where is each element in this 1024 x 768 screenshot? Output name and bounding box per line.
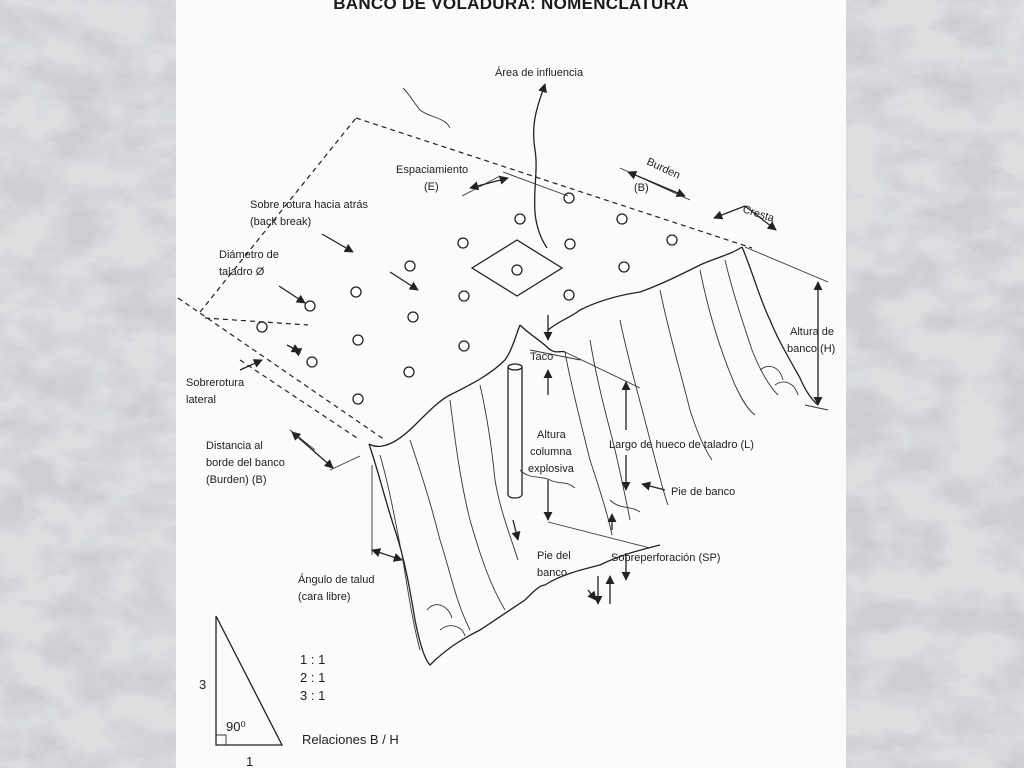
ratio-3: 3 : 1 bbox=[300, 688, 325, 703]
bench-top-outline bbox=[177, 87, 753, 441]
labels: Área de influencia Espaciamiento (E) Bur… bbox=[186, 66, 835, 603]
label-sobrerotura-lateral-2: lateral bbox=[186, 394, 216, 406]
label-diametro-2: taladro Ø bbox=[219, 266, 265, 278]
label-espaciamiento-2: (E) bbox=[424, 181, 439, 193]
blast-hole bbox=[403, 366, 415, 378]
blast-hole bbox=[457, 237, 469, 249]
triangle-base-label: 1 bbox=[246, 754, 253, 768]
blast-hole bbox=[306, 356, 318, 368]
triangle-angle-label: 90⁰ bbox=[226, 719, 246, 734]
blast-hole bbox=[563, 192, 575, 204]
blast-hole bbox=[256, 321, 268, 333]
label-distancia-borde-2: borde del banco bbox=[206, 457, 285, 469]
diagram-title: BANCO DE VOLADURA: NOMENCLATURA bbox=[333, 0, 689, 13]
blast-hole bbox=[407, 311, 419, 323]
label-pie-del-banco-2: banco bbox=[537, 567, 567, 579]
blast-hole bbox=[458, 340, 470, 352]
ratio-1: 1 : 1 bbox=[300, 652, 325, 667]
label-angulo-talud-2: (cara libre) bbox=[298, 591, 351, 603]
label-altura-banco-2: banco (H) bbox=[787, 343, 835, 355]
label-altura-banco-1: Altura de bbox=[790, 326, 834, 338]
label-pie-del-banco-1: Pie del bbox=[537, 550, 571, 562]
blast-hole bbox=[404, 260, 416, 272]
label-distancia-borde-3: (Burden) (B) bbox=[206, 474, 267, 486]
label-altura-columna-2: columna bbox=[530, 446, 572, 458]
label-diametro-1: Diámetro de bbox=[219, 249, 279, 261]
label-sobre-rotura-2: (back break) bbox=[250, 216, 311, 228]
blast-hole bbox=[666, 234, 678, 246]
blast-hole bbox=[352, 334, 364, 346]
blast-hole bbox=[304, 300, 316, 312]
triangle-height-label: 3 bbox=[199, 677, 206, 692]
blast-hole bbox=[618, 261, 630, 273]
dimension-arrows bbox=[239, 167, 829, 605]
influence-area-arrow bbox=[533, 83, 548, 249]
relaciones-title: Relaciones B / H bbox=[302, 732, 399, 747]
label-taco: Taco bbox=[530, 351, 553, 363]
label-distancia-borde-1: Distancia al bbox=[206, 440, 263, 452]
influence-area-square bbox=[470, 239, 564, 297]
label-cresta: Cresta bbox=[741, 203, 776, 225]
blast-hole bbox=[458, 290, 470, 302]
blast-hole bbox=[564, 238, 576, 250]
blast-hole bbox=[350, 286, 362, 298]
label-espaciamiento-1: Espaciamiento bbox=[396, 164, 468, 176]
label-altura-columna-3: explosiva bbox=[528, 463, 575, 475]
blast-hole bbox=[616, 213, 628, 225]
ratio-2: 2 : 1 bbox=[300, 670, 325, 685]
label-burden-top-2: (B) bbox=[634, 182, 649, 194]
label-sobreperforacion: Sobreperforación (SP) bbox=[611, 552, 720, 564]
ratio-triangle bbox=[215, 615, 284, 746]
label-sobrerotura-lateral-1: Sobrerotura bbox=[186, 377, 245, 389]
label-burden-top: Burden bbox=[645, 156, 682, 182]
blast-hole bbox=[511, 264, 523, 276]
label-altura-columna-1: Altura bbox=[537, 429, 567, 441]
label-angulo-talud-1: Ángulo de talud bbox=[298, 573, 374, 586]
blast-hole-column bbox=[507, 363, 523, 499]
label-sobre-rotura-1: Sobre rotura hacia atrás bbox=[250, 199, 369, 211]
bh-ratio-legend: 3 90⁰ 1 1 : 1 2 : 1 3 : 1 Relaciones B /… bbox=[199, 615, 399, 768]
blast-hole bbox=[352, 393, 364, 405]
label-area-influencia: Área de influencia bbox=[495, 66, 584, 79]
label-largo-hueco: Largo de hueco de taladro (L) bbox=[609, 439, 754, 451]
label-pie-de-banco: Pie de banco bbox=[671, 486, 735, 498]
rock-face bbox=[368, 246, 819, 666]
blast-holes bbox=[256, 192, 678, 405]
blast-hole bbox=[563, 289, 575, 301]
blast-hole bbox=[514, 213, 526, 225]
